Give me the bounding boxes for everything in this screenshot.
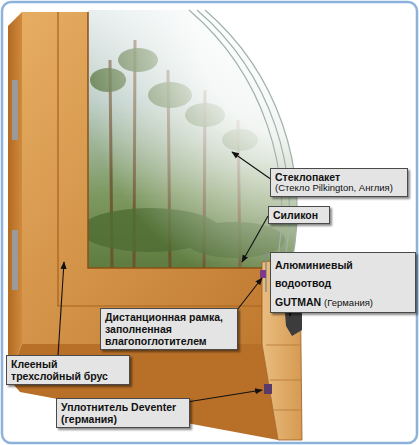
callout-box: Алюминиевый водоотвод GUTMAN(Германия) bbox=[270, 252, 416, 313]
callout-box: Клееный трехслойный брус bbox=[6, 355, 130, 385]
frame-bottom bbox=[8, 344, 278, 440]
callout-title: Дистанционная рамка, заполненная влагопо… bbox=[105, 311, 233, 347]
sash-edge bbox=[58, 12, 262, 306]
frame-front bbox=[22, 12, 262, 344]
callout-box: Стеклопакет(Стекло Pilkington, Англия) bbox=[270, 168, 408, 197]
spacer-frame bbox=[260, 270, 266, 278]
seal bbox=[264, 384, 272, 394]
hinge bbox=[12, 230, 18, 290]
hinge bbox=[12, 80, 18, 140]
frame-side bbox=[8, 12, 22, 378]
callout-title: Клееный трехслойный брус bbox=[11, 358, 125, 382]
callout-title: Стеклопакет bbox=[275, 171, 403, 183]
callout-note: (Стекло Pilkington, Англия) bbox=[275, 183, 403, 194]
glued-layers bbox=[266, 345, 301, 410]
glass-bead bbox=[88, 12, 262, 268]
glass-pane bbox=[80, 10, 298, 272]
glass-edges bbox=[189, 10, 297, 266]
callout-title: Уплотнитель Deventer (германия) bbox=[61, 401, 185, 425]
callout-box: Силикон bbox=[268, 206, 330, 224]
callout-box: Дистанционная рамка, заполненная влагопо… bbox=[100, 308, 238, 350]
callout-title: Силикон bbox=[273, 209, 325, 221]
callout-note: (Германия) bbox=[324, 297, 373, 308]
callout-box: Уплотнитель Deventer (германия) bbox=[56, 398, 190, 428]
